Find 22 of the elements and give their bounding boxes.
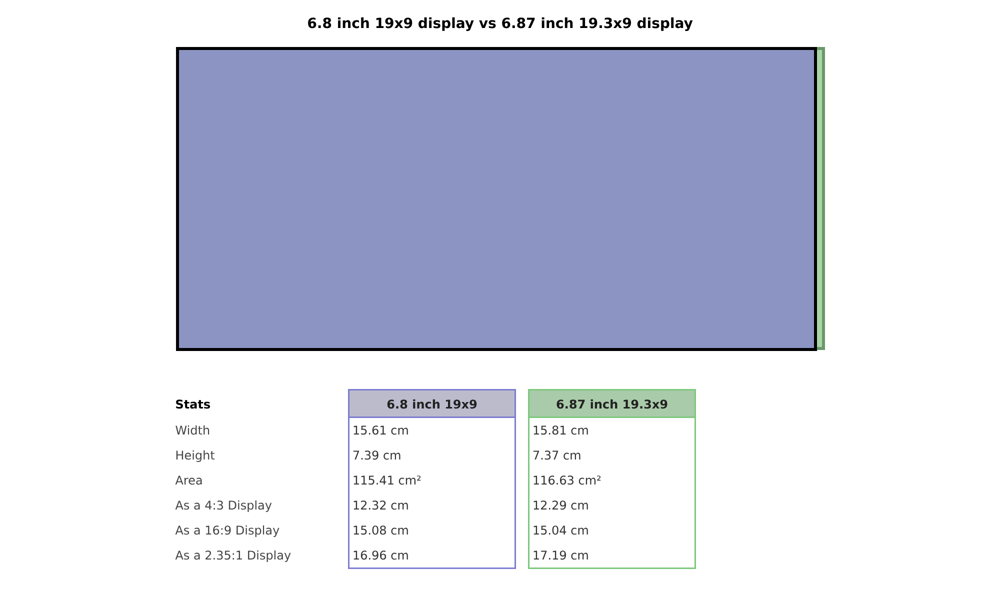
measurement-value: 15.61 cm xyxy=(354,426,408,435)
measurement-value: 115.41 cm² xyxy=(354,476,421,485)
measurement-value: 15.08 cm xyxy=(354,526,408,535)
measurement-value: 7.37 cm xyxy=(533,450,580,460)
row-label: As a 4:3 Display xyxy=(175,500,272,512)
row-label: Area xyxy=(175,476,202,485)
row-label: As a 2.35:1 Display xyxy=(175,550,291,562)
table-heading: Stats xyxy=(176,400,210,409)
column-header: 6.8 inch 19x9 xyxy=(348,389,516,418)
measurement-value: 12.29 cm xyxy=(534,500,588,510)
row-label: Width xyxy=(176,425,210,435)
row-label: As a 16:9 Display xyxy=(175,525,280,537)
measurement-value: 7.39 cm xyxy=(353,450,400,460)
row-label: Height xyxy=(176,450,215,462)
column-header: 6.87 inch 19.3x9 xyxy=(528,389,696,418)
measurement-value: 15.81 cm xyxy=(534,426,588,435)
measurement-value: 15.04 cm xyxy=(534,526,588,535)
measurement-value: 16.96 cm xyxy=(354,550,408,560)
measurement-value: 12.32 cm xyxy=(354,500,408,510)
measurement-value: 17.19 cm xyxy=(534,550,588,560)
title: 6.8 inch 19x9 display vs 6.87 inch 19.3x9 display xyxy=(308,17,693,32)
measurement-value: 116.63 cm² xyxy=(534,476,601,485)
